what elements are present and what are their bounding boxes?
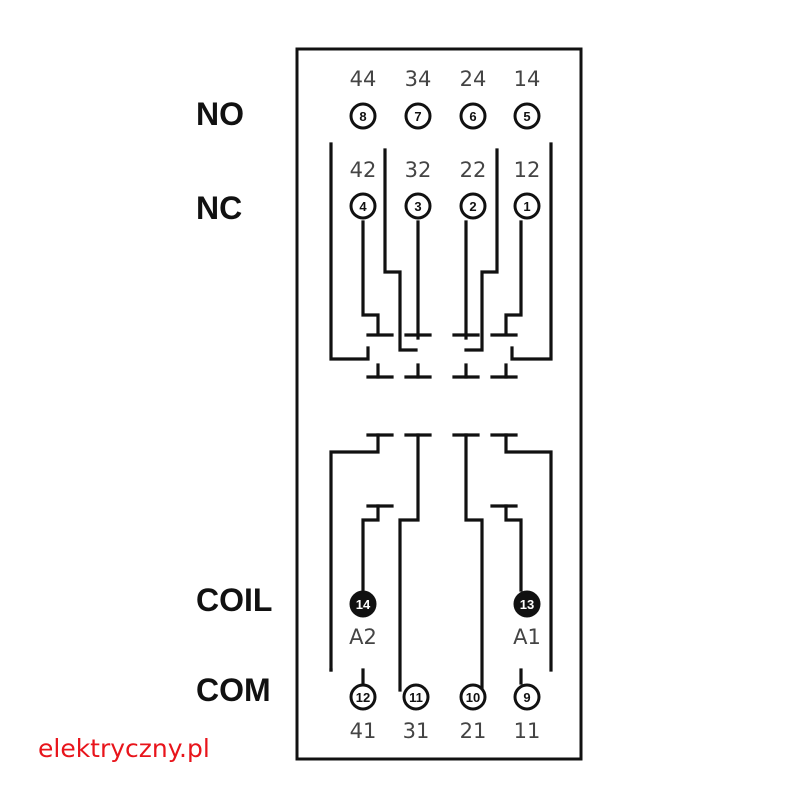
terminal-no-pin-8-circle bbox=[349, 102, 377, 130]
terminal-nc-number-42: 42 bbox=[350, 158, 377, 182]
terminal-com-pin-9-circle bbox=[513, 683, 541, 711]
terminal-nc-pin-3-label: 3 bbox=[414, 199, 421, 214]
terminal-no-pin-7-label: 7 bbox=[414, 109, 421, 124]
com-label: COM bbox=[196, 672, 271, 708]
terminal-no-pin-5-circle bbox=[513, 102, 541, 130]
terminal-nc-pin-4-label: 4 bbox=[359, 199, 367, 214]
terminal-com-number-11: 11 bbox=[514, 719, 541, 743]
terminal-coil-number-A2: A2 bbox=[349, 625, 377, 649]
terminal-no-number-14: 14 bbox=[514, 67, 541, 91]
contact-wiring bbox=[329, 142, 553, 692]
watermark: elektryczny.pl bbox=[38, 734, 210, 763]
terminal-no-pin-6-label: 6 bbox=[469, 109, 476, 124]
terminal-no-number-34: 34 bbox=[405, 67, 432, 91]
terminal-no-pin-8-label: 8 bbox=[359, 109, 366, 124]
terminal-nc-pin-2-circle bbox=[459, 192, 487, 220]
terminal-nc-number-32: 32 bbox=[405, 158, 432, 182]
terminal-com-number-41: 41 bbox=[350, 719, 377, 743]
terminal-no-pin-7-circle bbox=[404, 102, 432, 130]
terminal-com-pin-10-label: 10 bbox=[466, 690, 480, 705]
terminal-no-pin-6-circle bbox=[459, 102, 487, 130]
terminal-coil-pin-14-label: 14 bbox=[356, 597, 371, 612]
terminal-nc-pin-2-label: 2 bbox=[469, 199, 476, 214]
terminal-coil-pin-13-label: 13 bbox=[520, 597, 534, 612]
terminal-com-number-31: 31 bbox=[403, 719, 430, 743]
terminal-coil-pin-13-circle bbox=[513, 590, 541, 618]
terminal-com-pin-11-circle bbox=[402, 683, 430, 711]
terminal-coil-number-A1: A1 bbox=[513, 625, 541, 649]
terminal-com-pin-11-label: 11 bbox=[409, 690, 423, 705]
terminal-nc-pin-1-circle bbox=[513, 192, 541, 220]
terminal-no-number-24: 24 bbox=[460, 67, 487, 91]
terminal-nc-pin-4-circle bbox=[349, 192, 377, 220]
terminals-layer: 84473462451444233222211214A213A112411131… bbox=[349, 67, 541, 743]
relay-housing bbox=[295, 47, 583, 761]
coil-label: COIL bbox=[196, 582, 273, 618]
terminal-nc-pin-3-circle bbox=[404, 192, 432, 220]
terminal-no-number-44: 44 bbox=[350, 67, 377, 91]
nc-label: NC bbox=[196, 190, 243, 226]
terminal-nc-number-22: 22 bbox=[460, 158, 487, 182]
terminal-com-pin-12-label: 12 bbox=[356, 690, 370, 705]
terminal-com-pin-10-circle bbox=[459, 683, 487, 711]
no-label: NO bbox=[196, 96, 244, 132]
terminal-com-number-21: 21 bbox=[460, 719, 487, 743]
terminal-nc-pin-1-label: 1 bbox=[523, 199, 530, 214]
terminal-com-pin-12-circle bbox=[349, 683, 377, 711]
terminal-com-pin-9-label: 9 bbox=[523, 690, 530, 705]
terminal-nc-number-12: 12 bbox=[514, 158, 541, 182]
terminal-no-pin-5-label: 5 bbox=[523, 109, 530, 124]
terminal-coil-pin-14-circle bbox=[349, 590, 377, 618]
